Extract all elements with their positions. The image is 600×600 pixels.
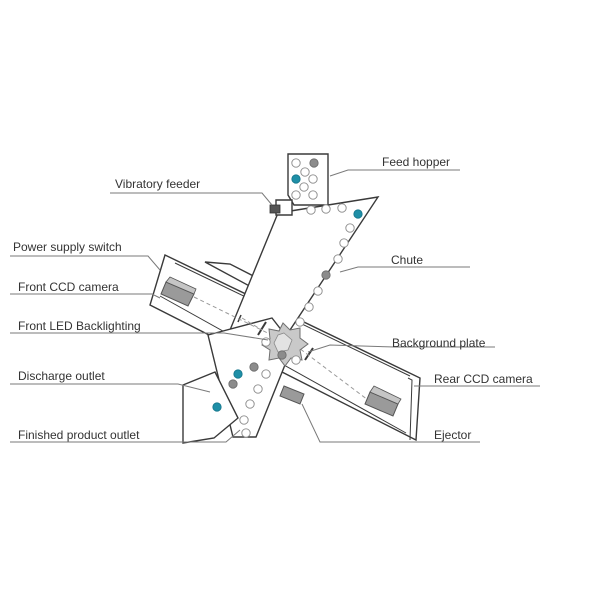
particle-29 [228,379,238,389]
particle-26 [245,399,255,409]
particle-6 [291,190,301,200]
label-rear-ccd-camera: Rear CCD camera [434,372,533,386]
particle-10 [337,203,347,213]
particle-4 [308,174,318,184]
particle-15 [321,270,331,280]
particle-0 [291,158,301,168]
label-ejector: Ejector [434,428,471,442]
label-front-ccd-camera: Front CCD camera [18,280,119,294]
particle-30 [241,428,251,438]
particle-3 [291,174,301,184]
rear-ccd-camera [364,385,402,417]
particle-21 [291,355,301,365]
label-background-plate: Background plate [392,336,486,350]
particle-20 [277,350,287,360]
ejector [279,385,305,405]
vibratory-feeder [269,199,293,216]
particle-14 [333,254,343,264]
label-vibratory-feeder: Vibratory feeder [115,177,200,191]
label-finished-product-outlet: Finished product outlet [18,428,140,442]
labels: Feed hopper Vibratory feeder Power suppl… [13,155,533,442]
particle-12 [345,223,355,233]
front-led-backlighting [261,322,309,367]
particle-28 [212,402,222,412]
particle-16 [313,286,323,296]
particle-13 [339,238,349,248]
particle-5 [299,182,309,192]
optical-beams [193,296,369,401]
label-feed-hopper: Feed hopper [382,155,450,169]
particle-7 [308,190,318,200]
particle-25 [253,384,263,394]
background-plates [237,314,314,361]
particle-24 [261,369,271,379]
material-particles [212,158,363,438]
particle-17 [304,302,314,312]
particle-9 [321,204,331,214]
particle-11 [353,209,363,219]
particle-18 [295,317,305,327]
particle-22 [249,362,259,372]
label-discharge-outlet: Discharge outlet [18,369,105,383]
label-power-supply-switch: Power supply switch [13,240,122,254]
label-chute: Chute [391,253,423,267]
label-front-led-backlighting: Front LED Backlighting [18,319,141,333]
particle-1 [309,158,319,168]
particle-2 [300,167,310,177]
front-ccd-camera [160,276,197,307]
leader-lines [10,169,540,443]
particle-8 [306,205,316,215]
particle-19 [261,337,271,347]
particle-27 [239,415,249,425]
particle-23 [233,369,243,379]
